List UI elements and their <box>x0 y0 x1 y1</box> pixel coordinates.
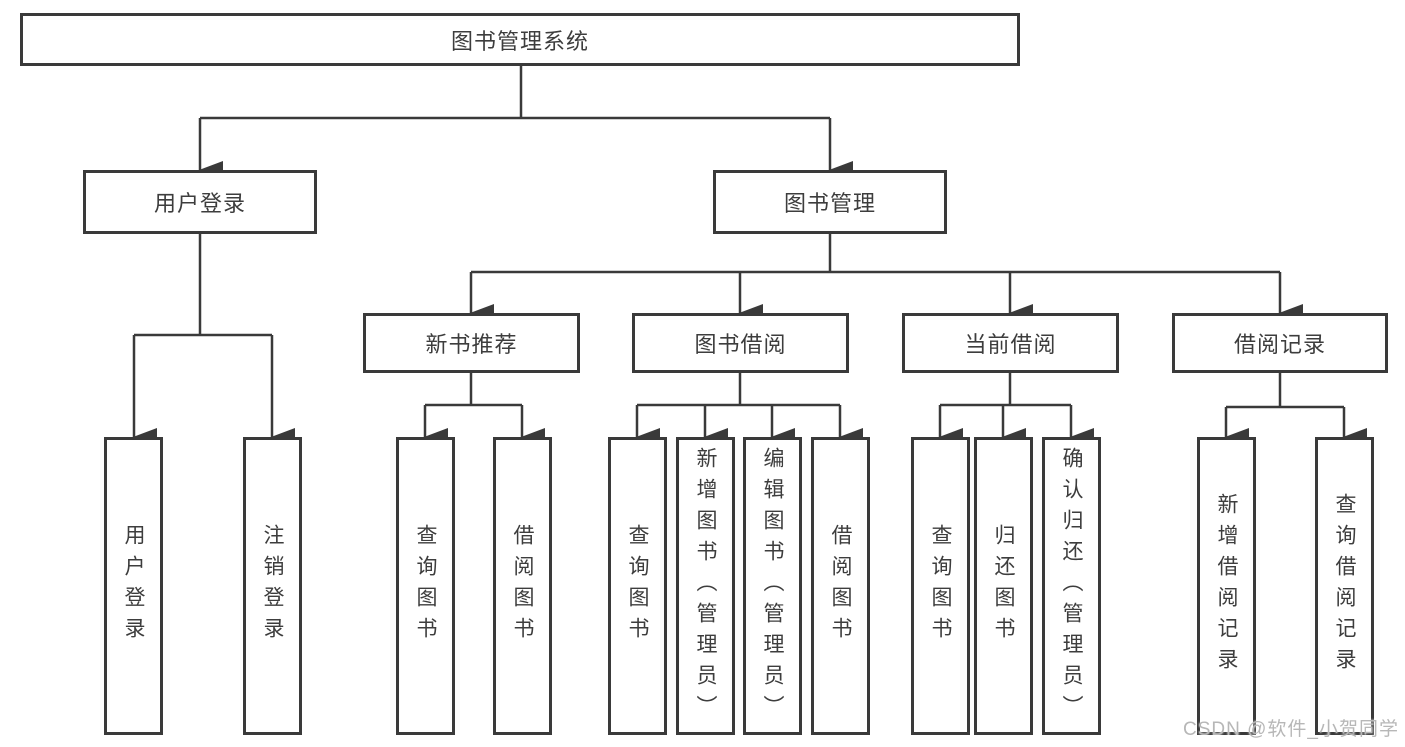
leaf-edit-books-admin-label: 编辑图书（管理员） <box>761 446 784 726</box>
leaf-query-books-recommend-label: 查询图书 <box>414 524 437 648</box>
node-root-label: 图书管理系统 <box>450 28 589 54</box>
node-book-borrow-label: 图书借阅 <box>694 332 787 357</box>
leaf-return-books-label: 归还图书 <box>992 524 1015 648</box>
leaf-edit-books-admin: 编辑图书（管理员） <box>743 437 802 735</box>
leaf-borrow-books-label: 借阅图书 <box>829 524 852 648</box>
leaf-user-login: 用户登录 <box>104 437 163 735</box>
leaf-logout-label: 注销登录 <box>261 524 284 648</box>
leaf-query-books-borrow: 查询图书 <box>608 437 667 735</box>
leaf-return-books: 归还图书 <box>974 437 1033 735</box>
node-new-book-recommend: 新书推荐 <box>363 313 580 373</box>
leaf-query-books-current: 查询图书 <box>911 437 970 735</box>
node-book-management: 图书管理 <box>713 170 947 234</box>
node-current-borrow: 当前借阅 <box>902 313 1119 373</box>
node-root-system: 图书管理系统 <box>20 13 1020 66</box>
leaf-confirm-return-admin: 确认归还（管理员） <box>1042 437 1101 735</box>
leaf-query-books-recommend: 查询图书 <box>396 437 455 735</box>
leaf-query-borrow-record-label: 查询借阅记录 <box>1333 493 1356 679</box>
node-book-management-label: 图书管理 <box>783 191 876 216</box>
node-current-borrow-label: 当前借阅 <box>964 332 1057 357</box>
leaf-query-books-current-label: 查询图书 <box>929 524 952 648</box>
leaf-add-books-admin-label: 新增图书（管理员） <box>694 446 717 726</box>
leaf-borrow-books-recommend-label: 借阅图书 <box>511 524 534 648</box>
leaf-borrow-books: 借阅图书 <box>811 437 870 735</box>
leaf-confirm-return-admin-label: 确认归还（管理员） <box>1060 446 1083 726</box>
node-borrow-records-label: 借阅记录 <box>1233 332 1326 357</box>
leaf-add-borrow-record: 新增借阅记录 <box>1197 437 1256 735</box>
leaf-query-books-borrow-label: 查询图书 <box>626 524 649 648</box>
node-book-borrow: 图书借阅 <box>632 313 849 373</box>
csdn-watermark: CSDN @软件_小贺同学 <box>1183 719 1399 740</box>
leaf-logout: 注销登录 <box>243 437 302 735</box>
leaf-user-login-label: 用户登录 <box>122 524 145 648</box>
leaf-query-borrow-record: 查询借阅记录 <box>1315 437 1374 735</box>
node-user-login: 用户登录 <box>83 170 317 234</box>
node-new-book-recommend-label: 新书推荐 <box>425 332 518 357</box>
leaf-borrow-books-recommend: 借阅图书 <box>493 437 552 735</box>
node-user-login-label: 用户登录 <box>153 191 246 216</box>
leaf-add-books-admin: 新增图书（管理员） <box>676 437 735 735</box>
leaf-add-borrow-record-label: 新增借阅记录 <box>1215 493 1238 679</box>
node-borrow-records: 借阅记录 <box>1172 313 1388 373</box>
